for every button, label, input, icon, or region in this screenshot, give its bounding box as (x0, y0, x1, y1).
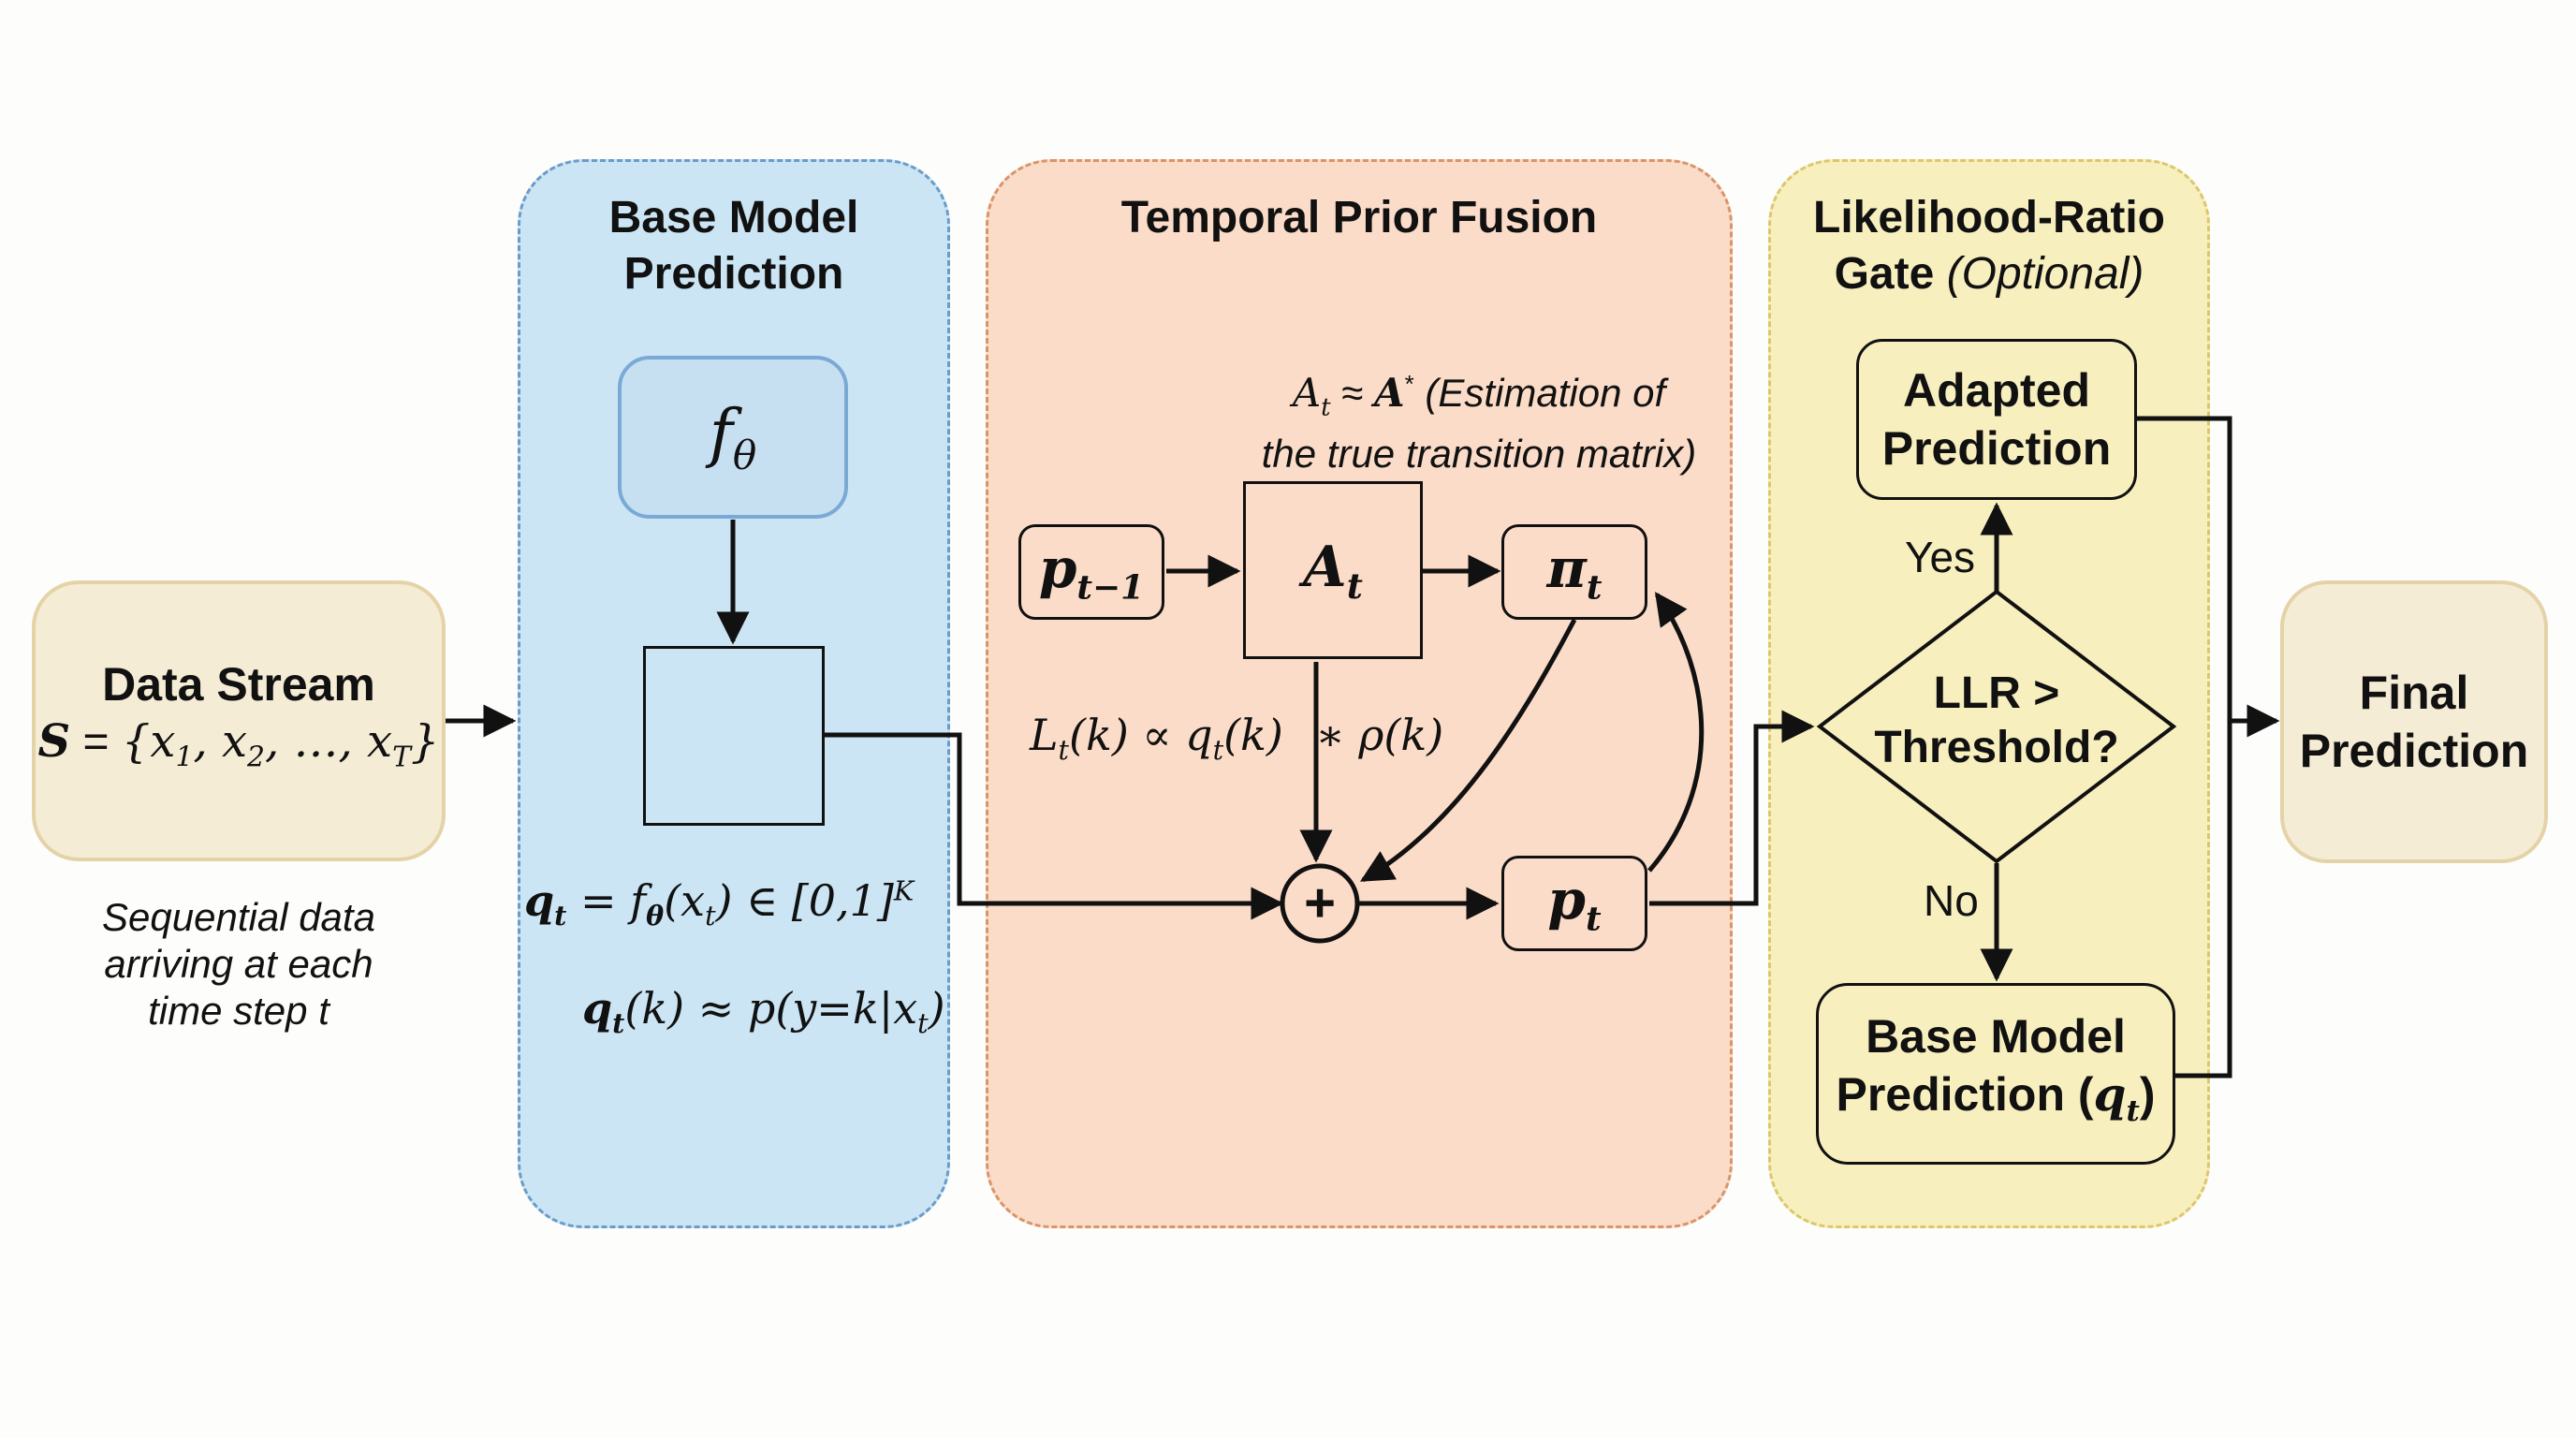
formula-sub: t (705, 901, 716, 932)
node-sub: t (2126, 1094, 2140, 1128)
final-line: Final (2359, 667, 2469, 719)
node-text: Prediction ( (1836, 1068, 2094, 1121)
transition-matrix-node: At (1243, 481, 1423, 659)
node-label: pt−1 (1039, 536, 1144, 608)
note-line: arriving at each (104, 942, 373, 986)
node-label: At (1303, 535, 1363, 607)
anno-sub: t (1321, 393, 1331, 422)
f-sub: θ (732, 432, 757, 478)
f-theta-label: fθ (710, 397, 757, 478)
formula-part: ) ∈ [0,1] (715, 875, 894, 926)
sum-node-symbol: + (1304, 873, 1336, 933)
temporal-prior-fusion-panel: Temporal Prior Fusion (986, 159, 1733, 1228)
formula-part: , …, x (264, 715, 393, 769)
node-line: Prediction (qt) (1837, 1065, 2156, 1140)
node-text: ) (2139, 1068, 2156, 1121)
title-line: Prediction (623, 249, 844, 299)
formula-q: q (524, 875, 555, 926)
formula-part: ) (928, 983, 945, 1034)
decision-line: LLR > (1933, 668, 2060, 718)
base-model-prediction-node: Base Model Prediction (qt) (1816, 983, 2175, 1165)
title-optional: (Optional) (1946, 249, 2144, 299)
formula-sub: T (392, 741, 411, 774)
formula-part: , x (193, 715, 248, 769)
f-base: f (709, 396, 733, 471)
title-gate: Gate (1834, 249, 1935, 299)
formula-part: {x (121, 715, 176, 769)
anno-sup: * (1404, 370, 1414, 398)
prior-node: πt (1501, 524, 1647, 620)
formula-L: L (1030, 710, 1059, 760)
data-stream-title: Data Stream (102, 658, 375, 712)
formula-sub: t (917, 1008, 929, 1040)
node-sub: t−1 (1076, 567, 1145, 608)
data-stream-note: Sequential data arriving at each time st… (37, 894, 440, 1034)
base-model-panel-title: Base Model Prediction (520, 190, 947, 302)
base-formula-2: qt(k) ≈ p(y=k|xt) (582, 983, 957, 1039)
node-label: πt (1546, 536, 1602, 608)
no-label: No (1924, 876, 1979, 925)
node-line: Prediction (1881, 422, 2112, 475)
formula-part: (k) ≈ p(y=k|x (624, 983, 918, 1034)
formula-part: (x (664, 875, 706, 926)
node-line: Adapted (1903, 364, 2090, 417)
title-line: Likelihood-Ratio (1813, 193, 2165, 242)
annotation-line: At ≈ A* (Estimation of (1217, 360, 1741, 431)
decision-line: Threshold? (1874, 723, 2119, 772)
final-prediction-box: Final Prediction (2280, 580, 2548, 863)
node-sub: t (1586, 567, 1603, 608)
title-line: Gate (Optional) (1771, 246, 2207, 302)
annotation-line: the true transition matrix) (1261, 432, 1697, 477)
model-f-theta-node: fθ (618, 356, 848, 519)
formula-part: } (410, 715, 440, 769)
formula-q: q (582, 983, 613, 1034)
formula-part: (k) (1223, 710, 1283, 760)
formula-sub: t (1058, 735, 1070, 767)
data-stream-formula: S = {x1, x2, …, xT} (37, 715, 440, 774)
likelihood-formula: Lt(k) ∝ qt(k) ∗ ρ(k) (1030, 710, 1535, 766)
transition-annotation: At ≈ A* (Estimation of the true transiti… (1217, 360, 1741, 477)
base-formula-1: qt = fθ(xt) ∈ [0,1]K (524, 875, 964, 932)
node-base: p (1547, 868, 1586, 932)
node-base: p (1038, 536, 1077, 601)
posterior-node: pt (1501, 856, 1647, 951)
formula-sup: K (893, 875, 915, 907)
note-line: time step t (148, 989, 329, 1033)
node-sub: t (1346, 565, 1363, 607)
formula-sub: 2 (247, 741, 265, 774)
formula-S: S (37, 715, 71, 769)
node-line: Base Model (1866, 1010, 2126, 1063)
anno-approx: ≈ (1330, 371, 1375, 415)
formula-sub: 1 (175, 741, 194, 774)
decision-text: LLR > Threshold? (1863, 667, 2130, 775)
formula-part: ∗ ρ(k) (1301, 710, 1444, 760)
formula-part: = f (566, 875, 647, 926)
node-sub: t (1585, 899, 1602, 939)
yes-label: Yes (1905, 533, 1976, 581)
final-line: Prediction (2299, 725, 2529, 777)
node-base: A (1303, 534, 1347, 600)
anno-Astar: A (1374, 370, 1405, 416)
formula-sub: t (1212, 735, 1224, 767)
base-output-box (643, 646, 825, 826)
title-line: Base Model (608, 193, 859, 242)
prev-posterior-node: pt−1 (1018, 524, 1164, 620)
formula-sub: t (554, 900, 567, 932)
data-stream-box: Data Stream S = {x1, x2, …, xT} (32, 580, 446, 861)
node-label: pt (1547, 868, 1601, 939)
temporal-fusion-panel-title: Temporal Prior Fusion (1120, 193, 1598, 242)
node-q: q (2093, 1066, 2127, 1122)
note-line: Sequential data (102, 895, 375, 939)
anno-text: (Estimation of (1413, 371, 1666, 415)
formula-sub: θ (646, 900, 665, 932)
base-model-panel: Base Model Prediction (518, 159, 950, 1228)
formula-part: (k) ∝ q (1069, 710, 1213, 760)
formula-sub: t (612, 1007, 625, 1040)
node-base: π (1546, 536, 1587, 601)
adapted-prediction-node: Adapted Prediction (1856, 339, 2137, 500)
llr-gate-panel-title: Likelihood-Ratio Gate (Optional) (1771, 190, 2207, 302)
anno-A: A (1292, 370, 1322, 416)
